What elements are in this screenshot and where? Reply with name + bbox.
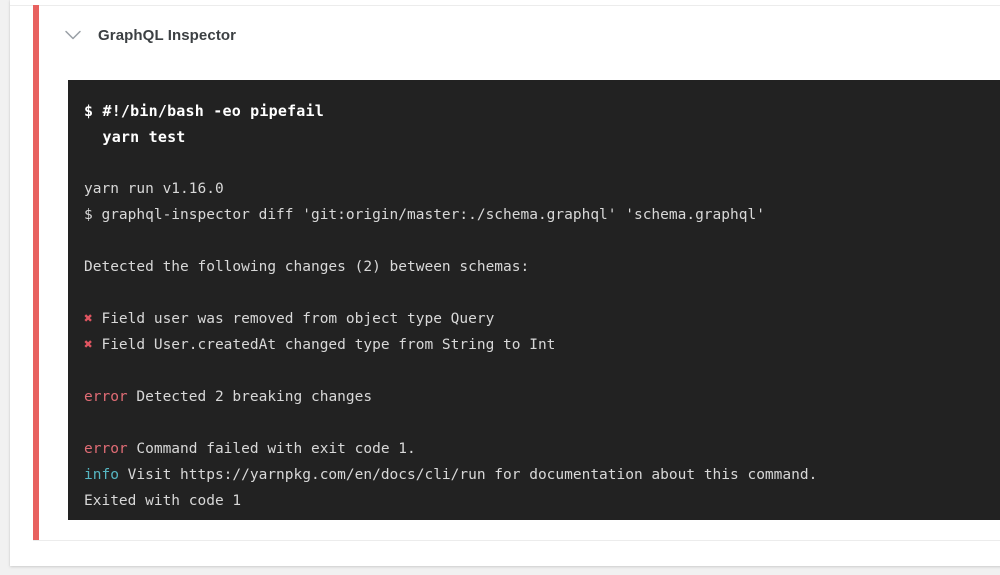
- terminal-line: yarn test: [84, 128, 186, 146]
- terminal-line-text: Field User.createdAt changed type from S…: [92, 337, 556, 353]
- terminal-line-text: Detected 2 breaking changes: [127, 389, 373, 405]
- job-title: GraphQL Inspector: [98, 26, 237, 44]
- terminal-line: ✖ Field User.createdAt changed type from…: [84, 332, 1000, 358]
- terminal-line: [84, 410, 1000, 436]
- job-card: GraphQL Inspector $ #!/bin/bash -eo pipe…: [10, 0, 1000, 566]
- terminal-line: [84, 150, 1000, 176]
- terminal-line: [84, 228, 1000, 254]
- terminal-log-output[interactable]: $ #!/bin/bash -eo pipefail yarn test yar…: [68, 80, 1000, 520]
- terminal-line: [84, 358, 1000, 384]
- terminal-line: info Visit https://yarnpkg.com/en/docs/c…: [84, 462, 1000, 488]
- terminal-lines: $ #!/bin/bash -eo pipefail yarn test yar…: [84, 98, 1000, 514]
- terminal-line-label: ✖: [84, 311, 93, 327]
- terminal-line: $ graphql-inspector diff 'git:origin/mas…: [84, 207, 765, 223]
- terminal-line-label: info: [84, 467, 119, 483]
- card-top-divider: [10, 5, 1000, 6]
- terminal-line: yarn run v1.16.0: [84, 181, 224, 197]
- terminal-line-label: error: [84, 441, 128, 457]
- terminal-line: Detected the following changes (2) betwe…: [84, 259, 530, 275]
- terminal-line-label: ✖: [84, 337, 93, 353]
- chevron-down-icon[interactable]: [62, 24, 84, 46]
- card-bottom-divider: [33, 540, 1000, 541]
- terminal-line-text: Command failed with exit code 1.: [127, 441, 416, 457]
- terminal-line: $ #!/bin/bash -eo pipefail: [84, 102, 324, 120]
- terminal-line: error Detected 2 breaking changes: [84, 384, 1000, 410]
- terminal-line: error Command failed with exit code 1.: [84, 436, 1000, 462]
- job-status-bar: [33, 5, 39, 541]
- terminal-line: ✖ Field user was removed from object typ…: [84, 306, 1000, 332]
- terminal-line: Exited with code 1: [84, 493, 242, 509]
- terminal-line: [84, 280, 1000, 306]
- terminal-line-text: Visit https://yarnpkg.com/en/docs/cli/ru…: [118, 467, 818, 483]
- terminal-line-text: Field user was removed from object type …: [92, 311, 495, 327]
- job-header[interactable]: GraphQL Inspector: [62, 18, 236, 52]
- terminal-line-label: error: [84, 389, 128, 405]
